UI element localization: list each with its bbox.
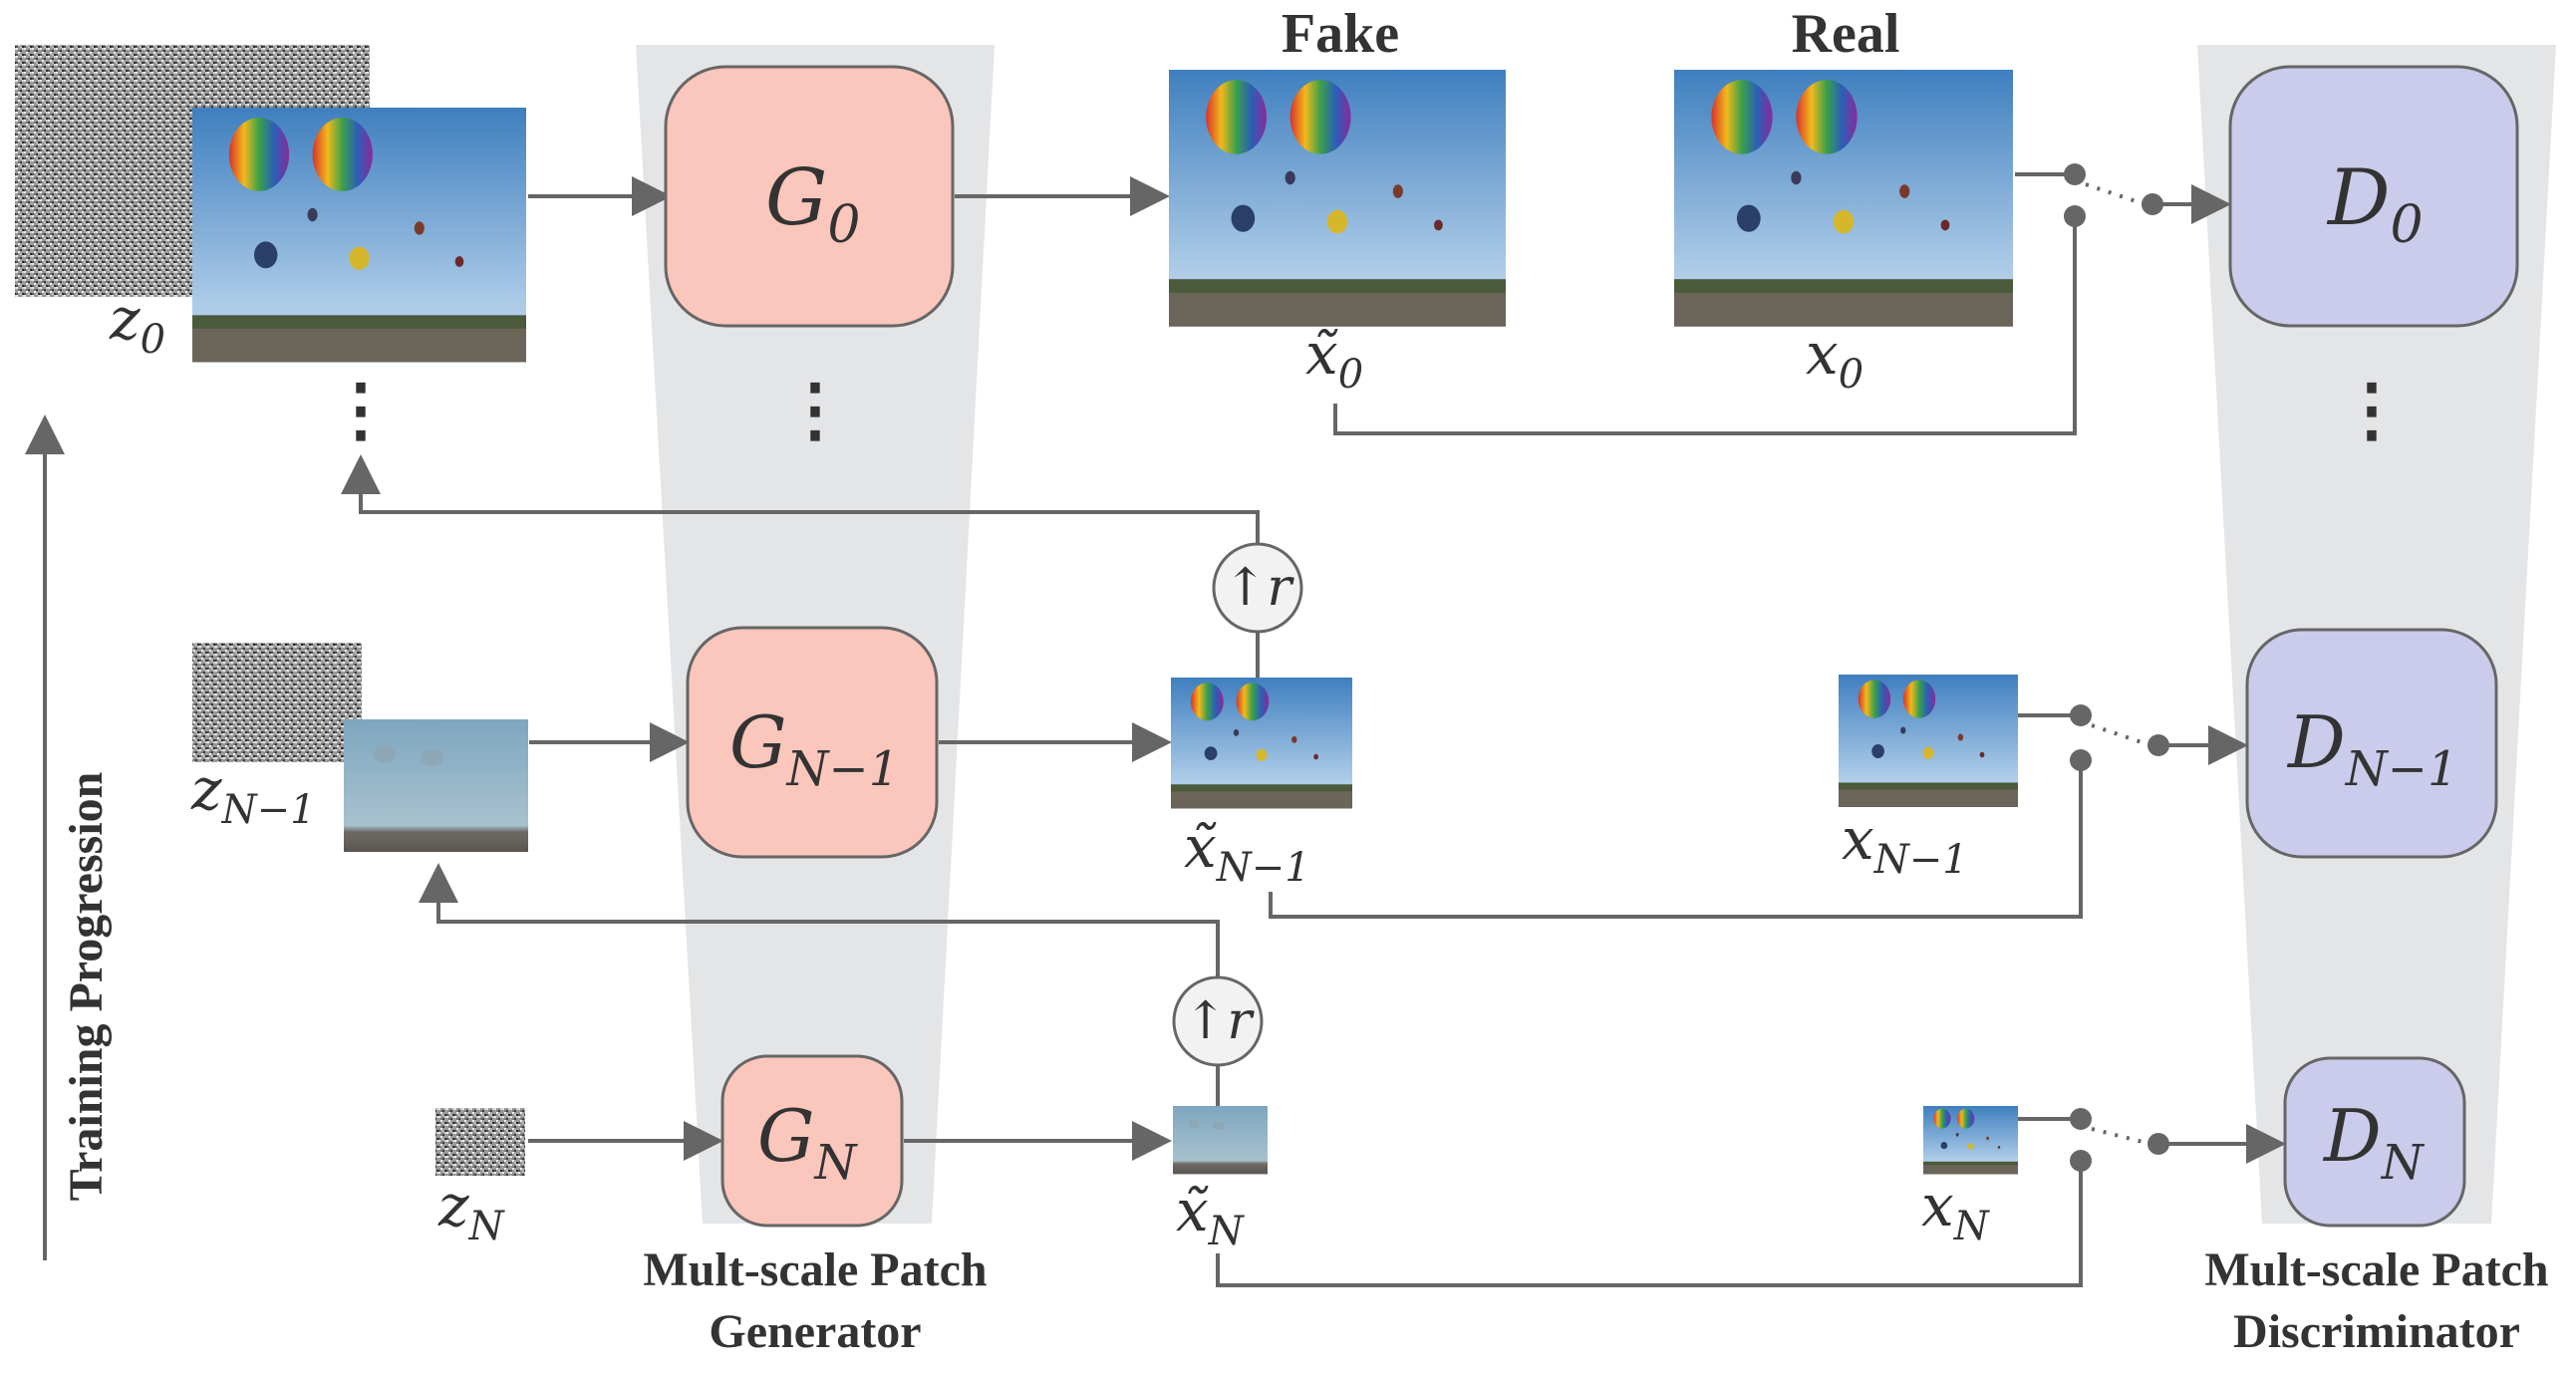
real-label-xN: xN [1921, 1172, 1991, 1249]
fake-heading: Fake [1282, 3, 1399, 65]
switch-dot-out-0 [2142, 193, 2163, 215]
switch-dot-real-0 [2064, 163, 2086, 185]
generator-gN-1[interactable] [686, 626, 939, 859]
fake-image-scale-N-1 [1171, 678, 1352, 809]
switch-dashed-N-1 [2091, 723, 2151, 747]
discriminator-label-d0: D0 [2326, 153, 2424, 255]
generator-label-gN-1: GN−1 [729, 700, 899, 797]
switch-dot-real-N [2070, 1108, 2092, 1130]
fake-image-scale-N [1173, 1106, 1268, 1175]
fake-label-x0: x̃0 [1305, 320, 1363, 398]
noise-label-zN: zN [437, 1172, 506, 1249]
generator-caption-line2: Generator [709, 1305, 921, 1358]
discriminator-caption-line2: Discriminator [2233, 1305, 2520, 1358]
ellipsis-discriminators: ⋮ [2337, 373, 2407, 449]
noise-image-zN [435, 1108, 525, 1176]
discriminator-caption-line1: Mult-scale Patch [2204, 1243, 2548, 1296]
upsample-label-2: ↑r [1184, 991, 1256, 1051]
discriminator-label-dN: DN [2322, 1094, 2426, 1191]
switch-dot-out-N [2147, 1133, 2169, 1155]
noise-label-zN-1: zN−1 [190, 755, 316, 833]
switch-dashed-0 [2085, 182, 2146, 206]
input-image-scale-N-1 [344, 719, 528, 852]
discriminator-dN-1[interactable] [2245, 628, 2498, 859]
fake-image-scale-0 [1169, 70, 1506, 327]
upsample-feedback-to-scale-0 [341, 454, 1260, 555]
real-label-x0: x0 [1806, 320, 1863, 398]
noise-image-zN-1 [192, 643, 362, 762]
noise-label-z0: z0 [109, 285, 165, 363]
discriminator-dN[interactable] [2283, 1056, 2466, 1228]
fake-label-xN-1: x̃N−1 [1184, 813, 1310, 891]
input-image-scale-0 [192, 108, 526, 363]
generator-caption-line1: Mult-scale Patch [643, 1243, 987, 1296]
fakeN-to-switch-line [1216, 1161, 2083, 1287]
generator-gN[interactable] [720, 1054, 904, 1228]
fake-label-xN: x̃N [1176, 1177, 1246, 1254]
switch-dot-out-N-1 [2147, 734, 2169, 756]
switch-dot-real-N-1 [2070, 704, 2092, 726]
ellipsis-generators: ⋮ [780, 373, 850, 449]
real-heading: Real [1792, 3, 1900, 65]
generator-label-gN: GN [757, 1094, 859, 1191]
real-image-scale-0 [1674, 70, 2013, 327]
discriminator-d0[interactable] [2228, 65, 2519, 328]
switch-dashed-N [2091, 1127, 2151, 1146]
generator-label-g0: G0 [765, 153, 860, 255]
upsample-label-1: ↑r [1224, 558, 1295, 618]
ellipsis-inputs: ⋮ [326, 373, 396, 449]
real-label-xN-1: xN−1 [1842, 805, 1968, 883]
real-image-scale-N [1923, 1106, 2018, 1175]
discriminator-label-dN-1: DN−1 [2286, 700, 2458, 797]
training-progression-label: Training Progression [60, 772, 113, 1202]
fakeN-1-to-switch-line [1269, 760, 2083, 919]
generator-g0[interactable] [664, 65, 955, 328]
real-image-scale-N-1 [1839, 675, 2018, 807]
upsample-feedback-to-scale-N-1 [419, 863, 1220, 976]
fake0-to-switch-line [1333, 216, 2077, 435]
